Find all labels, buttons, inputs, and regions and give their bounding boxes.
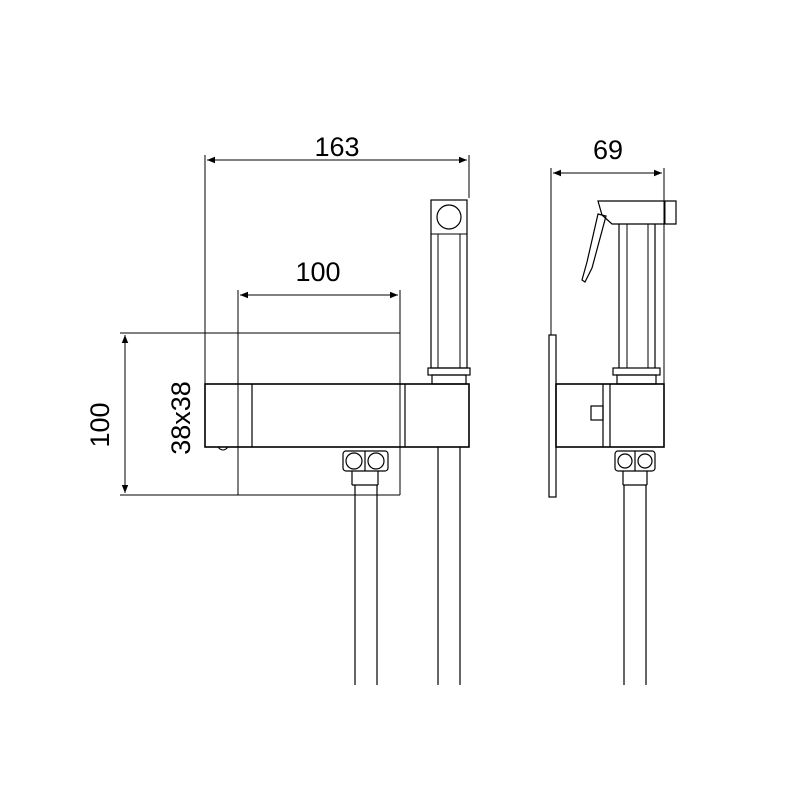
- dimension-label-total-width: 163: [314, 132, 359, 162]
- hose-connector: [342, 450, 389, 486]
- dimension-side-depth: 69: [550, 135, 665, 385]
- dimension-height: 100: [85, 335, 129, 493]
- hose-right: [437, 447, 461, 685]
- side-wall-plate: [548, 334, 557, 498]
- hand-shower: [427, 199, 471, 385]
- side-valve-body: [555, 383, 665, 448]
- dimension-label-height: 100: [85, 402, 115, 447]
- dimension-label-side-depth: 69: [593, 135, 623, 165]
- side-view: 69: [548, 135, 677, 685]
- hose-left: [354, 485, 378, 685]
- section-label: 38x38: [166, 381, 196, 455]
- side-hose-connector: [614, 450, 656, 486]
- dimension-body-width: 100: [237, 257, 401, 495]
- dimension-total-width: 163: [204, 132, 470, 385]
- wall-plate: [120, 332, 400, 496]
- front-view: 163 100 100 38x38: [85, 132, 471, 685]
- side-hand-shower: [581, 200, 677, 385]
- dimension-label-body-width: 100: [295, 257, 340, 287]
- valve-body: [204, 383, 470, 451]
- side-hose: [623, 485, 647, 685]
